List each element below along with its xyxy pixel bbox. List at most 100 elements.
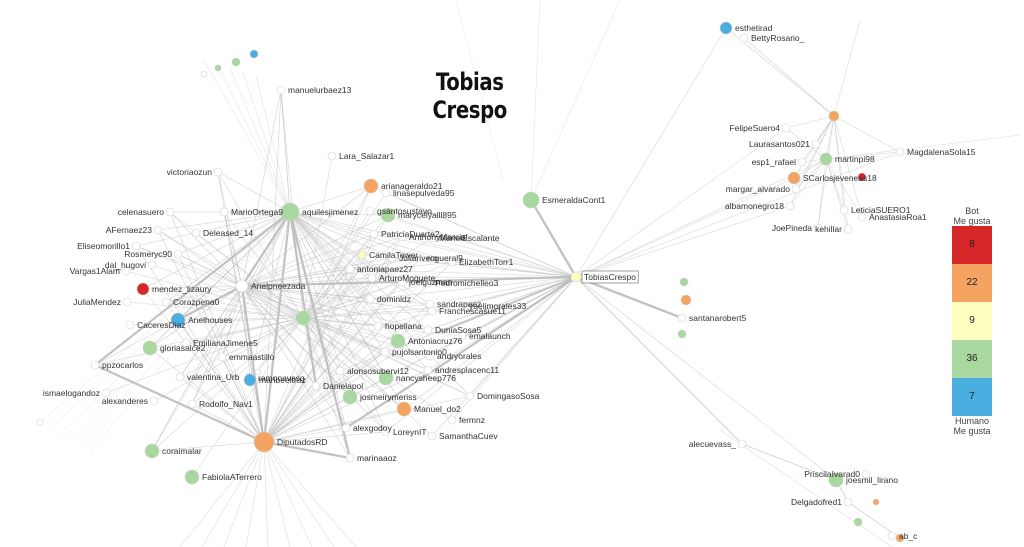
node-franchescasue11[interactable] (427, 306, 437, 316)
node-gloriasalce2[interactable] (142, 340, 158, 356)
node-bettyrosario_[interactable] (739, 33, 749, 43)
node-nancysheep776[interactable] (378, 370, 394, 386)
node-scarlos[interactable] (787, 171, 801, 185)
node-diputadosrd[interactable] (253, 431, 275, 453)
node-rodolfo_nav1[interactable] (187, 399, 197, 409)
node-fabiolaaterrero[interactable] (184, 469, 200, 485)
node-santanarobert5[interactable] (677, 313, 687, 323)
node-extra[interactable] (677, 329, 687, 339)
node-aquilesjimenez[interactable] (280, 202, 300, 222)
node-marioortega9[interactable] (219, 207, 229, 217)
node-josmeirymeriss[interactable] (342, 389, 358, 405)
node-alexanderes[interactable] (149, 396, 159, 406)
node-leticiasuero1[interactable] (839, 205, 849, 215)
node-marinaaoz[interactable] (345, 453, 355, 463)
node-fermnz[interactable] (447, 415, 457, 425)
node-coraimalar[interactable] (144, 443, 160, 459)
node-pujolsantonio0[interactable] (380, 347, 390, 357)
node-emilianajimene5[interactable] (181, 338, 191, 348)
node-felipesuero4[interactable] (781, 123, 791, 133)
node-celenasuero[interactable] (165, 207, 175, 217)
node-lara_salazar1[interactable] (327, 151, 337, 161)
node-extra[interactable] (853, 517, 863, 527)
node-delgadofred1[interactable] (843, 497, 853, 507)
node-gsantosustavo[interactable] (365, 206, 375, 216)
node-magdalenasola15[interactable] (895, 147, 905, 157)
node-alexgodoy[interactable] (341, 423, 351, 433)
node-extra[interactable] (295, 310, 311, 326)
node-esthetirad[interactable] (719, 21, 733, 35)
node-ppzocarlos[interactable] (90, 360, 100, 370)
node-joelguzman[interactable] (397, 277, 407, 287)
node-martinpi98[interactable] (819, 152, 833, 166)
node-andryorales[interactable] (425, 351, 435, 361)
node-duniasosa5[interactable] (423, 325, 433, 335)
node-manuel_do2[interactable] (396, 401, 412, 417)
node-arturomoquete[interactable] (367, 273, 377, 283)
node-domingasososa[interactable] (465, 391, 475, 401)
node-arianageraldo21[interactable] (363, 178, 379, 194)
node-valentina_urb[interactable] (175, 372, 185, 382)
node-anastasiaroa1[interactable] (857, 212, 867, 222)
node-margar_alvarado[interactable] (791, 184, 801, 194)
node-yaelimorales33[interactable] (457, 301, 467, 311)
node-extra[interactable] (680, 294, 692, 306)
node-manuelurbaez13[interactable] (276, 85, 286, 95)
node-rogueral9[interactable] (415, 253, 425, 263)
node-linasepulveda95[interactable] (381, 188, 391, 198)
node-juliarivero[interactable] (387, 253, 397, 263)
node-tobiascrespo[interactable] (570, 271, 582, 283)
node-extra[interactable] (200, 70, 208, 78)
node-afernaez23[interactable] (153, 225, 163, 235)
node-extra[interactable] (895, 533, 905, 543)
node-antoniacruz76[interactable] (390, 333, 406, 349)
node-danielapol[interactable] (311, 381, 321, 391)
node-joesmil_lirano[interactable] (828, 472, 844, 488)
node-pedrohnichelleo3[interactable] (423, 278, 433, 288)
node-extra[interactable] (36, 418, 44, 426)
node-extra[interactable] (254, 368, 262, 376)
node-victoriaozun[interactable] (213, 167, 223, 177)
node-extra[interactable] (679, 277, 689, 287)
node-hopeliana[interactable] (373, 321, 383, 331)
node-extra[interactable] (872, 498, 880, 506)
node-alecuevass_[interactable] (737, 439, 747, 449)
node-marielescalante[interactable] (427, 233, 437, 243)
node-andresplacenc11[interactable] (423, 365, 433, 375)
node-camilatower[interactable] (357, 250, 367, 260)
node-deleased_14[interactable] (191, 228, 201, 238)
node-patriciaduarte2[interactable] (369, 229, 379, 239)
node-laurasantos021[interactable] (811, 139, 821, 149)
node-emmaastillo[interactable] (217, 352, 227, 362)
node-mendez_lizaury[interactable] (136, 282, 150, 296)
node-loreynit[interactable] (381, 427, 391, 437)
node-rosmeryc90[interactable] (173, 249, 183, 259)
node-caceres[interactable] (125, 320, 135, 330)
node-dal_hugovi[interactable] (147, 260, 157, 270)
node-extra[interactable] (828, 110, 840, 122)
node-elizabethtorr1[interactable] (447, 257, 457, 267)
node-eliseomorillo1[interactable] (131, 241, 141, 251)
node-anelhouses[interactable] (170, 312, 186, 328)
node-marycelyalll895[interactable] (380, 207, 396, 223)
node-esp1_rafael[interactable] (797, 157, 807, 167)
node-alonsosubervi12[interactable] (335, 366, 345, 376)
node-kehillar[interactable] (843, 224, 853, 234)
node-extra[interactable] (231, 57, 241, 67)
node-mariobeltraz[interactable] (243, 373, 257, 387)
node-extra[interactable] (857, 172, 867, 182)
node-anelpnezada[interactable] (235, 279, 249, 293)
node-antoniapaez27[interactable] (345, 264, 355, 274)
node-vargas1alam[interactable] (121, 266, 131, 276)
node-extra[interactable] (249, 49, 259, 59)
node-corazpena0[interactable] (161, 297, 171, 307)
node-joepineda[interactable] (813, 223, 823, 233)
node-ab_c[interactable] (887, 531, 897, 541)
node-extra[interactable] (214, 64, 222, 72)
node-emalaunch[interactable] (457, 331, 467, 341)
node-priscilaivarad0[interactable] (861, 469, 871, 479)
node-ismaelogandoz[interactable] (101, 388, 111, 398)
node-esmeraldacont1[interactable] (522, 191, 540, 209)
node-antoniomarcial[interactable] (397, 232, 407, 242)
node-dominldz[interactable] (365, 294, 375, 304)
